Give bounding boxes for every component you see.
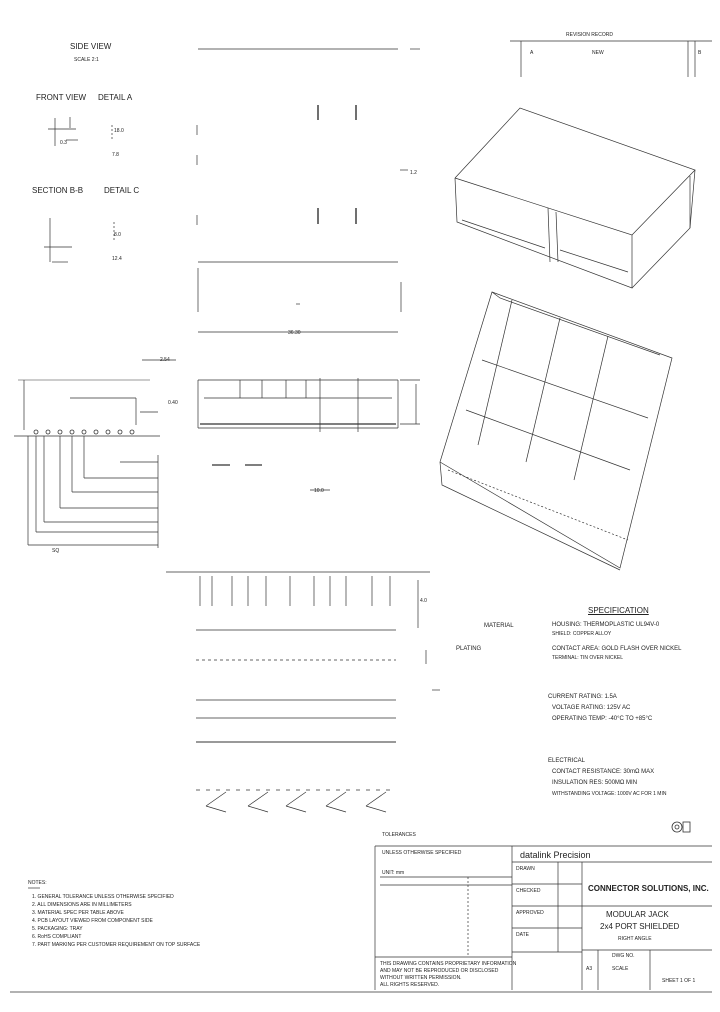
spec-material-label: MATERIAL (484, 623, 514, 629)
tb-header-left: TOLERANCES (382, 832, 416, 838)
revision-col-desc: NEW (592, 50, 604, 56)
tb-row-checked: CHECKED (516, 888, 541, 894)
tb-row-drawn: DRAWN (516, 866, 535, 872)
spec-material-value2: SHIELD: COPPER ALLOY (552, 631, 612, 637)
tb-dwg-no-label: DWG NO. (612, 953, 635, 959)
notes-title: NOTES: (28, 880, 47, 886)
note-6: 6. RoHS COMPLIANT (32, 934, 82, 940)
title-block-frame (374, 845, 712, 990)
part-title-2: 2x4 PORT SHIELDED (600, 922, 680, 931)
company-name: datalink Precision (520, 850, 591, 860)
elec-title: ELECTRICAL (548, 758, 586, 764)
note-4: 4. PCB LAYOUT VIEWED FROM COMPONENT SIDE (32, 918, 153, 924)
dim-8-0: 8.0 (114, 232, 121, 238)
section-view (166, 571, 440, 813)
dim-pitch: 2.54 (160, 357, 170, 363)
dim-0-3: 0.3 (60, 140, 67, 146)
dim-1-2: 1.2 (410, 170, 417, 176)
note-2: 2. ALL DIMENSIONS ARE IN MILLIMETERS (32, 902, 132, 908)
spec-line-3: CURRENT RATING: 1.5A (548, 694, 617, 700)
projection-symbol-icon (671, 821, 691, 833)
spec-title: SPECIFICATION (588, 606, 649, 615)
side-view-scale: SCALE 2:1 (74, 57, 99, 63)
tb-size: A3 (586, 966, 593, 972)
tb-disclaimer-1: THIS DRAWING CONTAINS PROPRIETARY INFORM… (380, 961, 517, 967)
spec-plating-value: CONTACT AREA: GOLD FLASH OVER NICKEL (552, 646, 682, 652)
tb-row-approved: APPROVED (516, 910, 544, 916)
bottom-view (197, 261, 402, 333)
spec-line-4: VOLTAGE RATING: 125V AC (552, 705, 631, 711)
detail-c-title: DETAIL C (104, 186, 140, 195)
note-3: 3. MATERIAL SPEC PER TABLE ABOVE (32, 910, 124, 916)
tb-disclaimer-4: ALL RIGHTS RESERVED. (380, 982, 440, 988)
tb-row-date: DATE (516, 932, 529, 938)
tb-disclaimer-3: WITHOUT WRITTEN PERMISSION. (380, 975, 462, 981)
revision-col-date: B (698, 50, 702, 56)
side-view-title: SIDE VIEW (70, 42, 112, 51)
section-b-title: SECTION B-B (32, 186, 84, 195)
revision-table (510, 40, 712, 77)
tb-disclaimer-2: AND MAY NOT BE REPRODUCED OR DISCLOSED (380, 968, 499, 974)
dim-4: 4.0 (420, 598, 427, 604)
iso-view-bottom (439, 291, 673, 571)
elec-line-1: CONTACT RESISTANCE: 30mΩ MAX (552, 769, 655, 775)
part-title-1: MODULAR JACK (606, 910, 669, 919)
dim-7-8: 7.8 (112, 152, 119, 158)
side-view-outline (196, 48, 420, 225)
spec-plating-label: PLATING (456, 646, 482, 652)
detail-a-title: DETAIL A (98, 93, 133, 102)
tb-scale: SCALE (612, 966, 629, 972)
spec-plating-value2: TERMINAL: TIN OVER NICKEL (552, 655, 624, 661)
revision-col-rev: A (530, 50, 534, 56)
dim-10: 10.0 (314, 488, 324, 494)
tb-unit: UNIT: mm (382, 870, 405, 876)
detail-a (44, 117, 115, 263)
elec-line-3: WITHSTANDING VOLTAGE: 1000V AC FOR 1 MIN (552, 791, 667, 797)
front-view (197, 378, 420, 491)
spec-line-5: OPERATING TEMP: -40°C TO +85°C (552, 716, 653, 722)
dim-total-width: 36.30 (288, 330, 301, 336)
dim-12-4: 12.4 (112, 256, 122, 262)
tb-sheet: SHEET 1 OF 1 (662, 978, 696, 984)
pcb-layout-left (14, 359, 176, 548)
iso-view-top (454, 107, 696, 289)
company-sub: CONNECTOR SOLUTIONS, INC. (588, 884, 709, 893)
tb-tol-label: UNLESS OTHERWISE SPECIFIED (382, 850, 462, 856)
dim-sq: SQ (52, 548, 60, 554)
revision-table-label: REVISION RECORD (566, 32, 613, 38)
note-1: 1. GENERAL TOLERANCE UNLESS OTHERWISE SP… (32, 894, 174, 900)
note-5: 5. PACKAGING: TRAY (32, 926, 83, 932)
dim-small: 0.40 (168, 400, 178, 406)
spec-material-value: HOUSING: THERMOPLASTIC UL94V-0 (552, 622, 660, 628)
elec-line-2: INSULATION RES: 500MΩ MIN (552, 780, 638, 786)
front-view-title: FRONT VIEW (36, 93, 87, 102)
note-7: 7. PART MARKING PER CUSTOMER REQUIREMENT… (32, 942, 201, 948)
part-title-3: RIGHT ANGLE (618, 936, 652, 942)
dim-18: 18.0 (114, 128, 124, 134)
